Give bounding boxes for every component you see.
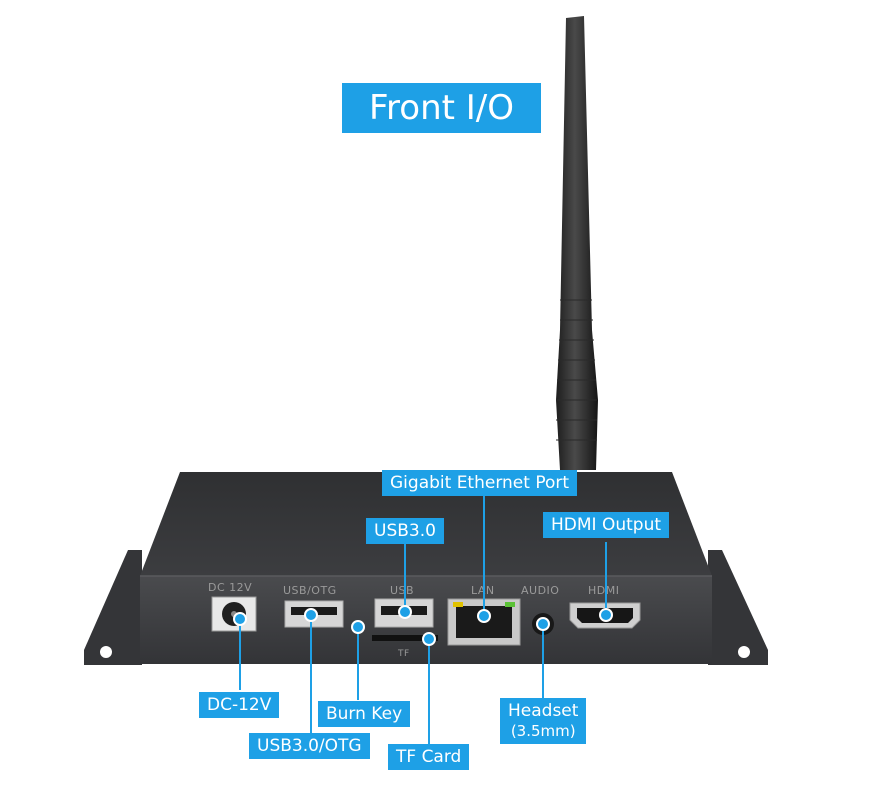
dot-hdmi [599, 608, 613, 622]
port-label-lan: LAN [471, 584, 495, 597]
callout-gigabit-ethernet: Gigabit Ethernet Port [382, 470, 578, 496]
port-label-tf: TF [398, 649, 410, 659]
callout-usb30-otg: USB3.0/OTG [249, 733, 370, 759]
port-label-audio: AUDIO [521, 584, 560, 597]
port-label-usb-otg: USB/OTG [283, 584, 337, 597]
callout-burn-key: Burn Key [318, 701, 411, 727]
dot-usb30 [398, 605, 412, 619]
connector-dc12v [239, 618, 241, 690]
callout-tf-card: TF Card [388, 744, 470, 770]
dot-headset [536, 617, 550, 631]
dot-burn-key [351, 620, 365, 634]
callout-headset-title: Headset [508, 701, 579, 721]
connector-headset [542, 624, 544, 698]
port-label-hdmi: HDMI [588, 584, 620, 597]
mounting-flange-right [708, 550, 768, 665]
connector-gigabit [483, 494, 485, 614]
dot-gigabit [477, 609, 491, 623]
callout-headset-sub: (3.5mm) [510, 722, 576, 740]
connector-burn-key [357, 628, 359, 700]
page-title: Front I/O [342, 83, 541, 133]
callout-hdmi-output: HDMI Output [543, 512, 670, 538]
dot-tf [422, 632, 436, 646]
dot-usb-otg [304, 608, 318, 622]
tf-slot [372, 635, 438, 641]
connector-tf [428, 641, 430, 745]
dot-dc12v [233, 612, 247, 626]
mounting-flange-left [84, 550, 142, 665]
callout-headset: Headset (3.5mm) [500, 698, 587, 744]
connector-usb30 [404, 544, 406, 614]
port-label-usb: USB [390, 584, 415, 597]
callout-usb30: USB3.0 [366, 518, 444, 544]
port-label-dc: DC 12V [208, 581, 253, 594]
callout-dc12v: DC-12V [199, 692, 280, 718]
connector-hdmi [605, 542, 607, 614]
connector-usb-otg [310, 616, 312, 734]
antenna [556, 16, 598, 470]
